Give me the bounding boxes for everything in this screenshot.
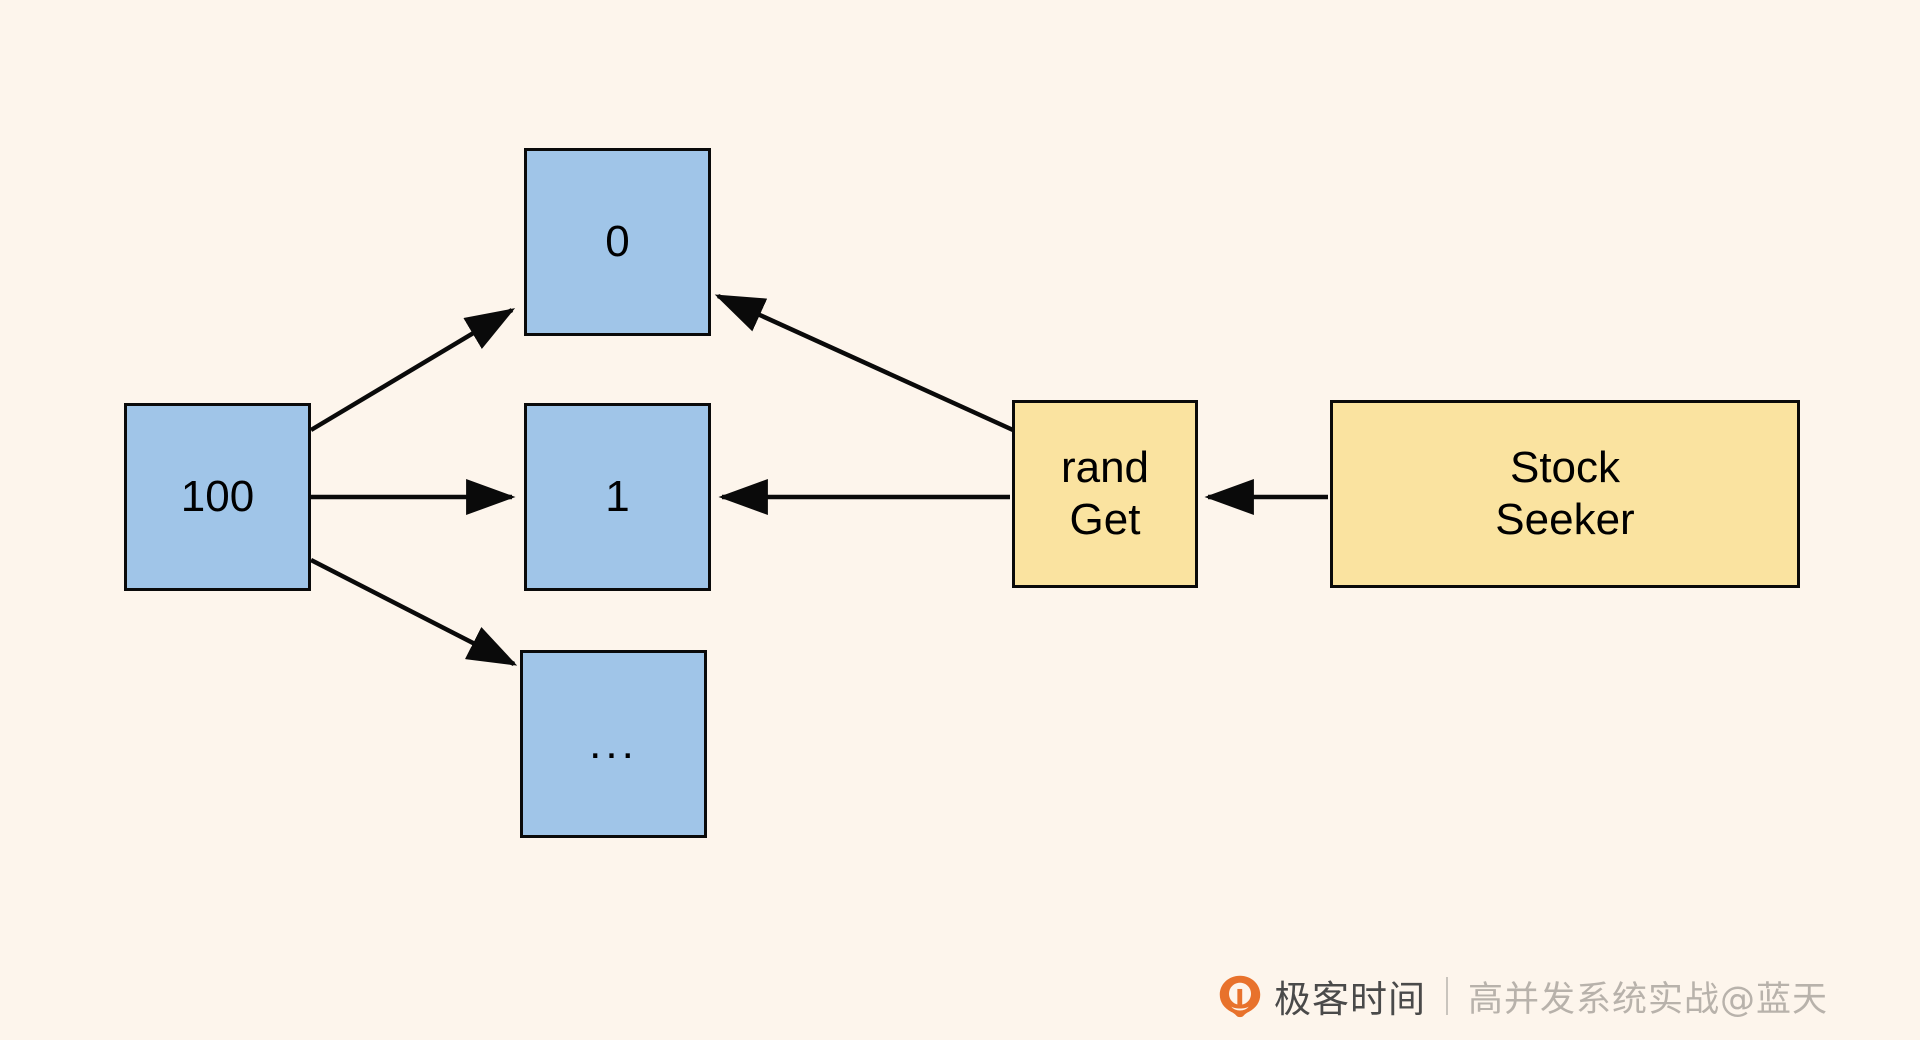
watermark-divider [1446,977,1448,1015]
node-stock-seeker[interactable]: Stock Seeker [1330,400,1800,588]
node-total-stock[interactable]: 100 [124,403,311,591]
watermark-brand: 极客时间 [1274,978,1426,1021]
edge-total-to-bucket0 [309,308,516,432]
node-label: 0 [605,217,630,267]
node-rand-get[interactable]: rand Get [1012,400,1198,588]
watermark: 极客时间 高并发系统实战@蓝天 [1218,966,1828,1026]
node-label: 100 [180,472,255,522]
node-bucket-1[interactable]: 1 [524,403,711,591]
edge-total-to-bucketn [309,557,518,667]
node-label: ... [589,719,638,769]
geekbang-logo-icon [1219,975,1261,1018]
node-label: rand Get [1060,443,1150,544]
watermark-course: 高并发系统实战@蓝天 [1468,979,1829,1020]
node-bucket-0[interactable]: 0 [524,148,711,336]
edge-randget-to-bucket0 [714,293,1014,433]
node-bucket-more[interactable]: ... [520,650,707,838]
node-label: Stock Seeker [1495,443,1635,544]
node-label: 1 [605,472,630,522]
